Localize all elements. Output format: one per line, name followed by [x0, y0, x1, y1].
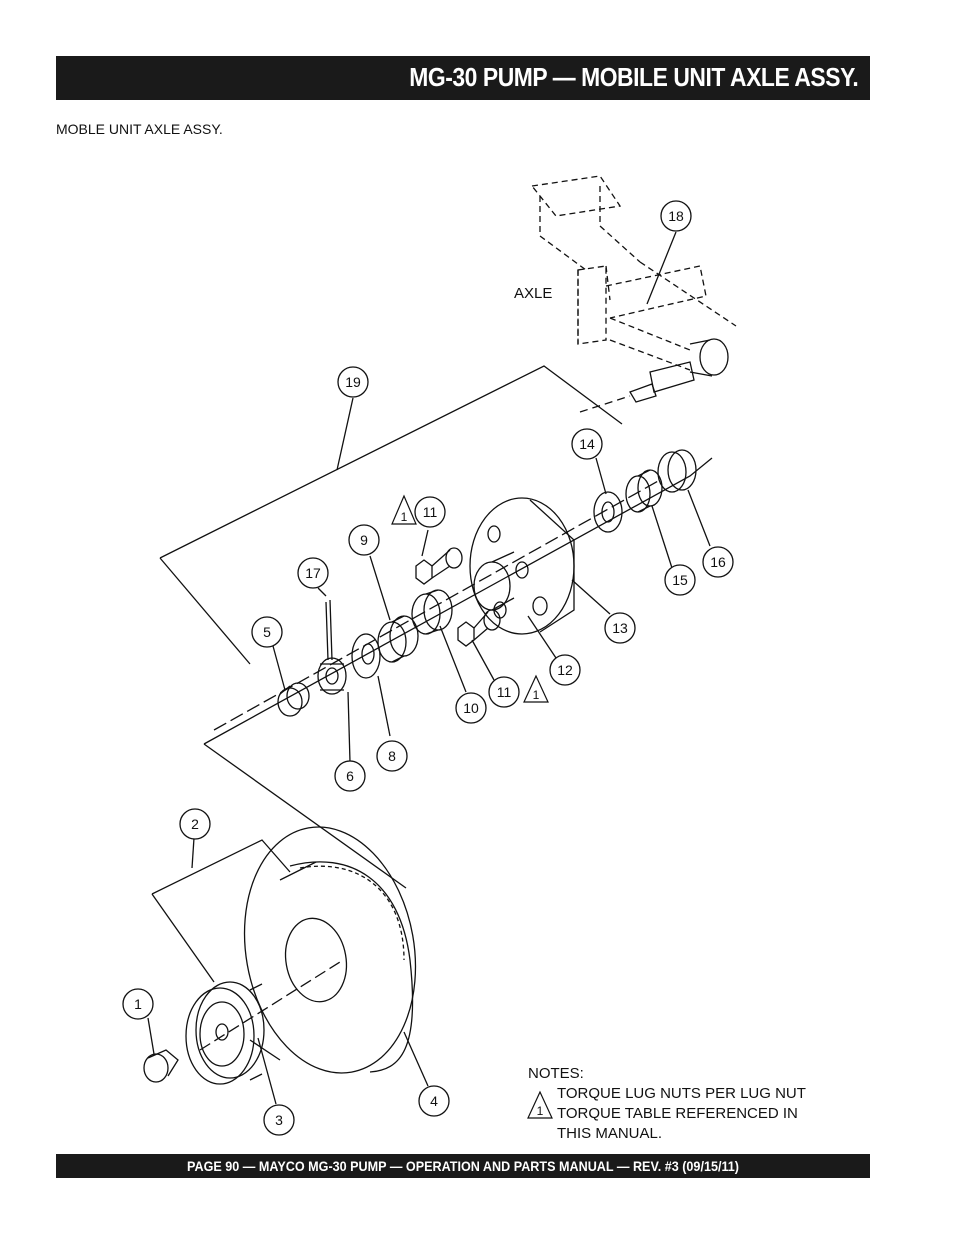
axle-label: AXLE [514, 285, 552, 302]
note-line: TORQUE TABLE REFERENCED IN [557, 1105, 798, 1122]
lug-nut-upper [415, 547, 463, 585]
callout-8: 8 [388, 748, 396, 764]
notes-block: NOTES: TORQUE LUG NUTS PER LUG NUT TORQU… [528, 1064, 806, 1142]
section-subtitle: MOBLE UNIT AXLE ASSY. [56, 121, 223, 137]
wheel-rim [185, 981, 265, 1085]
callout-16: 16 [710, 554, 726, 570]
wheel-hub [469, 497, 575, 635]
callout-12: 12 [557, 662, 573, 678]
callout-18: 18 [668, 208, 684, 224]
callout-11-lower: 11 [497, 684, 512, 700]
callout-4: 4 [430, 1093, 438, 1109]
note-line: THIS MANUAL. [557, 1125, 663, 1142]
page-title: MG-30 PUMP — MOBILE UNIT AXLE ASSY. [408, 62, 858, 92]
callout-5: 5 [263, 624, 271, 640]
grease-cap [277, 682, 310, 717]
footer-text: PAGE 90 — MAYCO MG-30 PUMP — OPERATION A… [187, 1158, 739, 1174]
page-header: MG-30 PUMP — MOBILE UNIT AXLE ASSY. [56, 56, 870, 100]
outer-bearing [377, 615, 419, 663]
outer-race [411, 589, 453, 635]
axle-end [699, 338, 729, 376]
warning-icon [523, 674, 549, 703]
callout-13: 13 [612, 620, 628, 636]
tire [243, 826, 417, 1074]
castle-nut [317, 657, 347, 695]
callout-11-upper: 11 [423, 504, 438, 520]
callout-6: 6 [346, 768, 354, 784]
warning-mark: 1 [537, 1104, 544, 1118]
callout-3: 3 [275, 1112, 283, 1128]
inner-bearing [625, 469, 663, 513]
callout-15: 15 [672, 572, 688, 588]
axle-frame [530, 175, 737, 371]
grease-seal [593, 491, 623, 533]
warning-mark: 1 [533, 688, 540, 702]
callout-9: 9 [360, 532, 368, 548]
cotter-pin [325, 599, 333, 661]
inner-race [657, 449, 697, 493]
callout-19: 19 [345, 374, 361, 390]
lug-nut-lower [457, 609, 501, 647]
warning-icon [527, 1090, 553, 1119]
warning-icon [391, 494, 417, 525]
callout-14: 14 [579, 436, 595, 452]
page-footer: PAGE 90 — MAYCO MG-30 PUMP — OPERATION A… [56, 1154, 870, 1178]
callout-2: 2 [191, 816, 199, 832]
callout-10: 10 [463, 700, 479, 716]
callout-1: 1 [134, 996, 142, 1012]
notes-heading: NOTES: [528, 1065, 584, 1082]
note-line: TORQUE LUG NUTS PER LUG NUT [557, 1085, 806, 1102]
callout-17: 17 [305, 565, 321, 581]
washer [351, 633, 381, 679]
warning-mark: 1 [401, 510, 408, 524]
hub-cap [143, 1049, 179, 1083]
